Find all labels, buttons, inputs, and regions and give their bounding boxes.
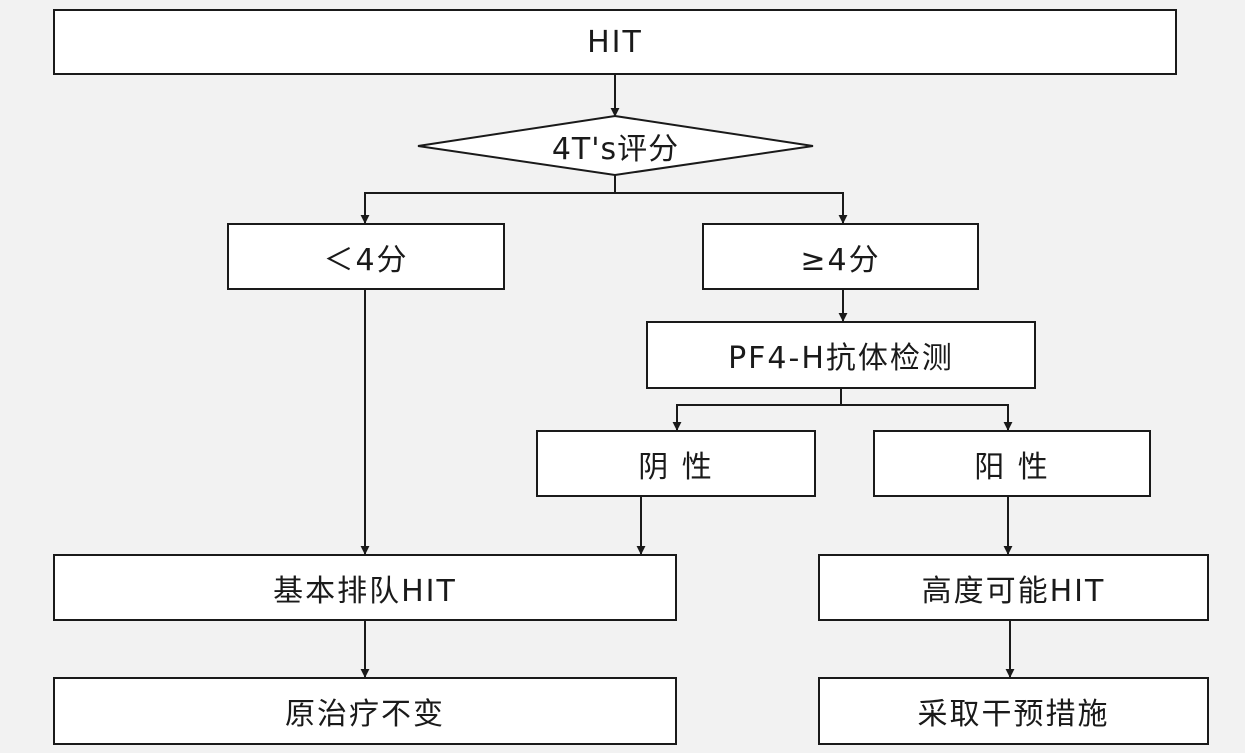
- negative-box: 阴 性: [536, 430, 816, 497]
- high-score-box: ≥4分: [702, 223, 979, 290]
- hit-box: HIT: [53, 9, 1177, 75]
- score-label: 4T's评分: [551, 131, 680, 167]
- arrow-test-to-negative: [672, 389, 842, 431]
- high-likelihood-box: 高度可能HIT: [818, 554, 1209, 621]
- exclusion-box: 基本排队HIT: [53, 554, 677, 621]
- keep-treatment-box: 原治疗不变: [53, 677, 677, 745]
- antibody-test-box: PF4-H抗体检测: [646, 321, 1036, 389]
- positive-box: 阳 性: [873, 430, 1151, 497]
- arrow-test-to-positive: [841, 404, 1013, 431]
- low-score-box: ＜4分: [227, 223, 505, 290]
- score-diamond: [417, 114, 814, 177]
- intervention-box: 采取干预措施: [818, 677, 1209, 745]
- arrow-score-to-high: [615, 192, 848, 224]
- arrow-score-to-low: [360, 175, 616, 224]
